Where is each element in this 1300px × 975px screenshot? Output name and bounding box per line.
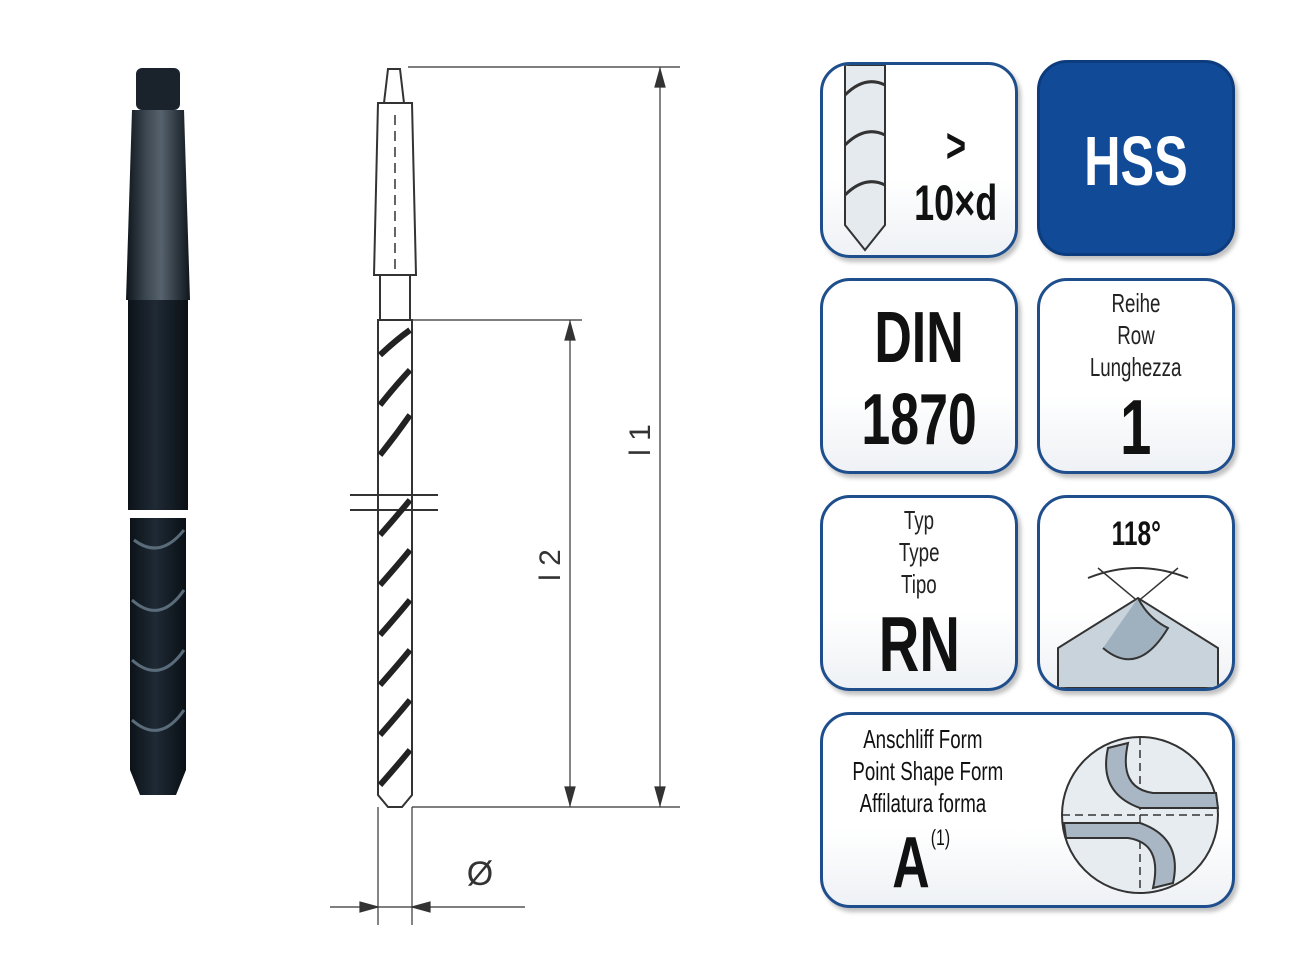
drill-taper-shank (126, 110, 190, 300)
type-label-it: Tipo (901, 569, 937, 599)
row-label-de: Reihe (1111, 288, 1161, 318)
drill-photo (120, 68, 200, 795)
drawing-tang (382, 68, 406, 104)
point-value: A (892, 823, 930, 903)
drill-break (120, 510, 200, 518)
type-value: RN (878, 600, 960, 688)
point-shape-card: Anschliff Form Point Shape Form Affilatu… (820, 712, 1235, 908)
material-label: HSS (1084, 122, 1188, 200)
drawing-neck (379, 274, 411, 321)
technical-drawing: l 1 l 2 Ø (330, 66, 680, 925)
standard-name: DIN (874, 298, 964, 378)
standard-number: 1870 (861, 380, 977, 460)
angle-label: 118° (1111, 515, 1161, 553)
drill-flute-highlights (131, 529, 186, 732)
row-label-en: Row (1117, 320, 1155, 350)
type-label-en: Type (898, 537, 940, 567)
type-label-de: Typ (903, 505, 935, 535)
drill-tip-icon (843, 65, 886, 252)
drill-flute-body (130, 518, 186, 795)
dimension-diameter-label: Ø (467, 855, 493, 893)
ratio-card: > 10×d (820, 62, 1018, 258)
dimension-l2-label: l 2 (534, 549, 567, 581)
drawing-shank (372, 102, 418, 276)
dimension-l1-label: l 1 (624, 424, 657, 456)
drawing-helix (377, 327, 413, 787)
material-card: HSS (1037, 60, 1235, 256)
point-label-en: Point Shape Form (852, 756, 1004, 786)
ratio-symbol: > (945, 120, 967, 173)
point-superscript: (1) (930, 825, 951, 850)
row-card: Reihe Row Lunghezza 1 (1037, 278, 1235, 474)
point-shape-icon (1061, 736, 1220, 894)
point-angle-icon (1057, 567, 1219, 688)
row-value: 1 (1120, 383, 1152, 471)
ratio-value: 10×d (914, 175, 998, 231)
row-label-it: Lunghezza (1090, 352, 1182, 382)
drill-tang (136, 68, 180, 110)
drill-neck (128, 300, 188, 510)
type-card: Typ Type Tipo RN (820, 495, 1018, 691)
point-label-it: Affilatura forma (859, 788, 987, 818)
standard-card: DIN 1870 (820, 278, 1018, 474)
angle-card: 118° (1037, 495, 1235, 691)
point-label-de: Anschliff Form (863, 724, 983, 754)
